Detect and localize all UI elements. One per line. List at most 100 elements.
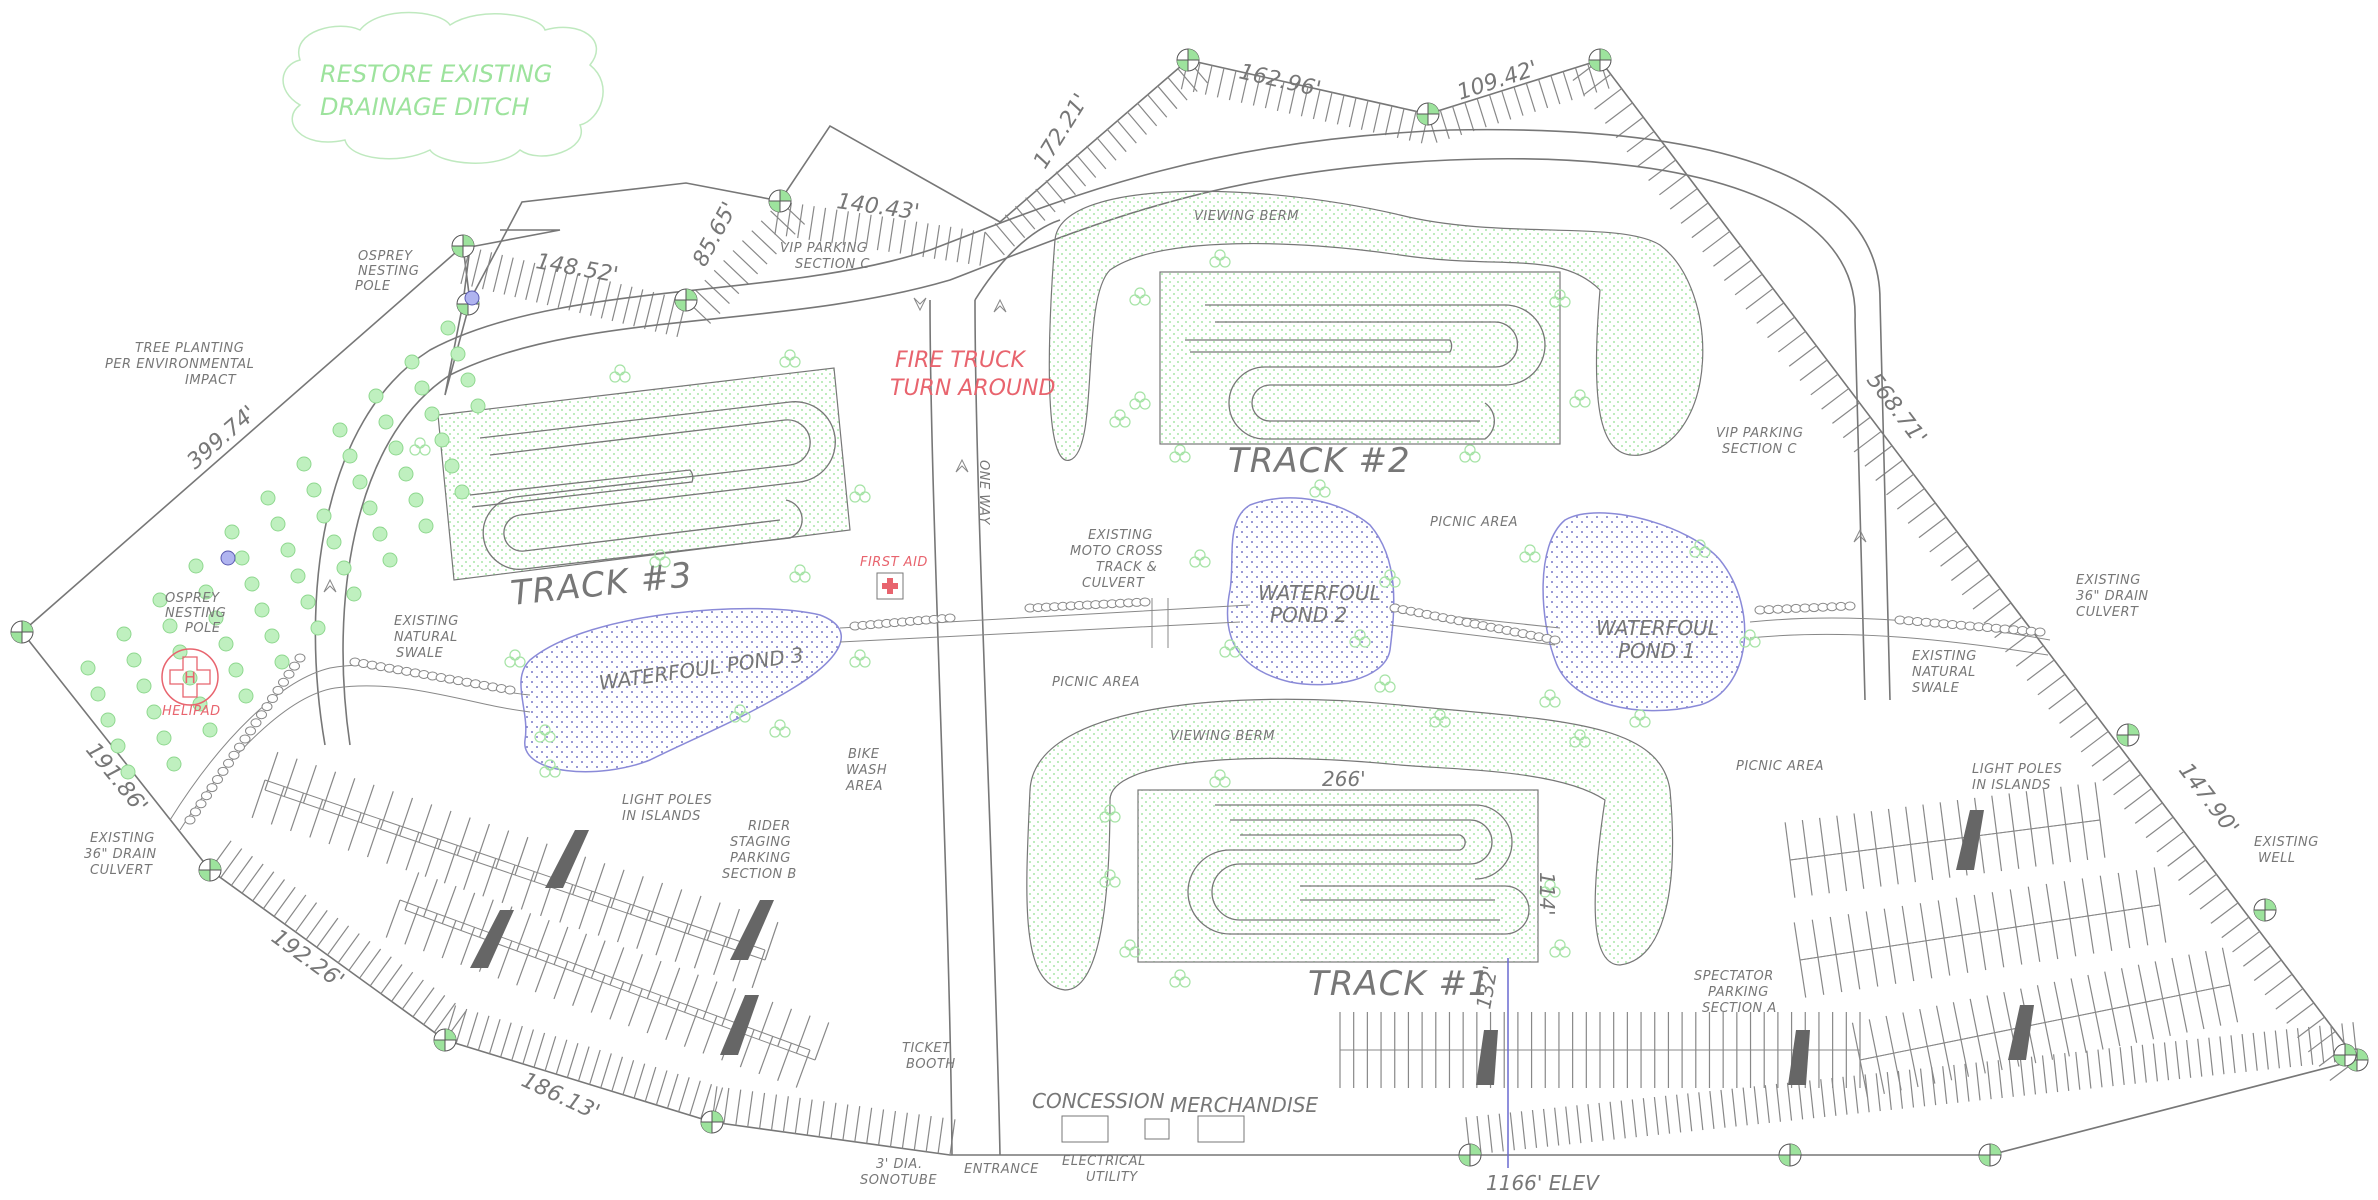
parking-stall	[2141, 907, 2149, 946]
parking-stall	[878, 1109, 885, 1146]
parking-stall	[1550, 75, 1561, 105]
parking-stall	[732, 250, 759, 275]
track-1-outline	[1187, 804, 1530, 935]
parking-stall	[1810, 373, 1839, 396]
parking-stall	[2097, 1049, 2103, 1088]
rock	[504, 685, 516, 695]
parking-stall	[441, 885, 457, 924]
parking-stall	[797, 204, 804, 239]
parking-stall	[337, 933, 360, 964]
parking-stall	[1045, 180, 1066, 204]
parking-stall	[2186, 1039, 2192, 1078]
parking-stall	[2152, 1043, 2159, 1082]
parking-stall	[495, 830, 510, 869]
pond-2-label-2: POND 2	[1270, 603, 1347, 627]
svg-text:NESTING: NESTING	[358, 264, 419, 279]
parking-stall	[1944, 839, 1951, 878]
parking-stall	[2188, 873, 2217, 896]
tree	[136, 678, 152, 694]
viewing-berm-bottom-label: VIEWING BERM	[1170, 729, 1275, 744]
parking-stall	[1065, 162, 1087, 187]
shrub	[1689, 539, 1711, 558]
parking-stall	[322, 771, 337, 810]
tree	[362, 500, 378, 516]
parking-stall	[2087, 974, 2097, 1013]
parking-stall	[441, 920, 457, 959]
svg-text:H: H	[184, 668, 196, 687]
tree	[264, 628, 280, 644]
parking-stall	[689, 1080, 701, 1116]
rock	[1817, 602, 1829, 612]
svg-text:NATURAL: NATURAL	[1912, 665, 1976, 680]
parking-stall	[309, 799, 324, 838]
tree	[342, 448, 358, 464]
boundary-corner-marker	[2253, 898, 2277, 922]
rock	[267, 694, 278, 703]
svg-text:AREA: AREA	[845, 779, 883, 794]
parking-stall	[1935, 1005, 1945, 1044]
parking-stall	[399, 797, 414, 836]
dim-148: 148.52'	[534, 249, 620, 288]
boundary-corner-marker	[2116, 723, 2140, 747]
parking-stall	[1821, 388, 1850, 410]
parking-stall	[2134, 802, 2163, 824]
parking-stall	[290, 792, 305, 832]
parking-stall	[1797, 1081, 1804, 1120]
parking-stall	[1870, 811, 1877, 849]
tree	[90, 686, 106, 702]
parking-stall	[646, 995, 662, 1034]
parking-stall	[1408, 111, 1417, 141]
parking-stall	[611, 283, 622, 322]
parking-stall	[622, 286, 633, 324]
parking-stall	[2197, 1038, 2203, 1077]
svg-text:TICKET: TICKET	[902, 1041, 951, 1056]
parking-stall	[702, 1015, 718, 1054]
cloud-note: RESTORE EXISTING DRAINAGE DITCH	[320, 60, 552, 121]
parking-stall	[328, 805, 343, 845]
parking-stall	[273, 886, 296, 917]
svg-text:BIKE: BIKE	[848, 747, 880, 762]
parking-stall	[2094, 1012, 2104, 1050]
parking-stall	[1902, 1012, 1912, 1050]
parking-stall	[725, 908, 740, 948]
parking-stall	[808, 206, 815, 240]
parking-stall	[683, 974, 699, 1013]
parking-stall	[665, 1002, 681, 1041]
parking-stall	[721, 988, 737, 1027]
parking-stall	[251, 779, 266, 819]
parking-stall	[610, 869, 625, 908]
parking-stall	[2153, 867, 2161, 906]
parking-stall	[2063, 881, 2071, 919]
svg-text:UTILITY: UTILITY	[1086, 1170, 1138, 1185]
fire-truck-label: FIRE TRUCK	[895, 348, 1027, 373]
parking-stall	[1276, 81, 1285, 112]
parking-stall	[1784, 822, 1791, 861]
parking-stall	[424, 838, 439, 877]
shrub	[1549, 289, 1571, 308]
svg-text:VIP PARKING: VIP PARKING	[780, 241, 867, 256]
shrub	[1169, 969, 1191, 988]
parking-stall	[830, 1102, 837, 1139]
parking-stall	[1312, 89, 1321, 120]
parking-stall	[2025, 791, 2032, 829]
parking-stall	[1961, 573, 1990, 596]
parking-stall	[933, 225, 941, 259]
parking-stall	[2205, 951, 2214, 989]
light-poles-left-label: LIGHT POLES IN ISLANDS	[622, 793, 712, 824]
parking-stall	[818, 1101, 825, 1137]
parking-stall	[516, 913, 532, 952]
parking-stall	[1336, 94, 1345, 125]
parking-stall	[553, 961, 569, 1000]
picnic-top-label: PICNIC AREA	[1430, 515, 1518, 530]
parking-stall	[2123, 910, 2131, 949]
dim-568: 568.71'	[1861, 369, 1931, 450]
parking-stall	[1939, 802, 1946, 841]
parking-stall	[1991, 795, 1998, 834]
parking-stall	[501, 864, 516, 904]
parking-stall	[1983, 602, 2012, 624]
rock	[245, 726, 256, 736]
parking-stall	[1919, 903, 1927, 941]
tree	[126, 652, 142, 668]
parking-stall	[1228, 70, 1237, 101]
parking-stall	[456, 817, 471, 856]
